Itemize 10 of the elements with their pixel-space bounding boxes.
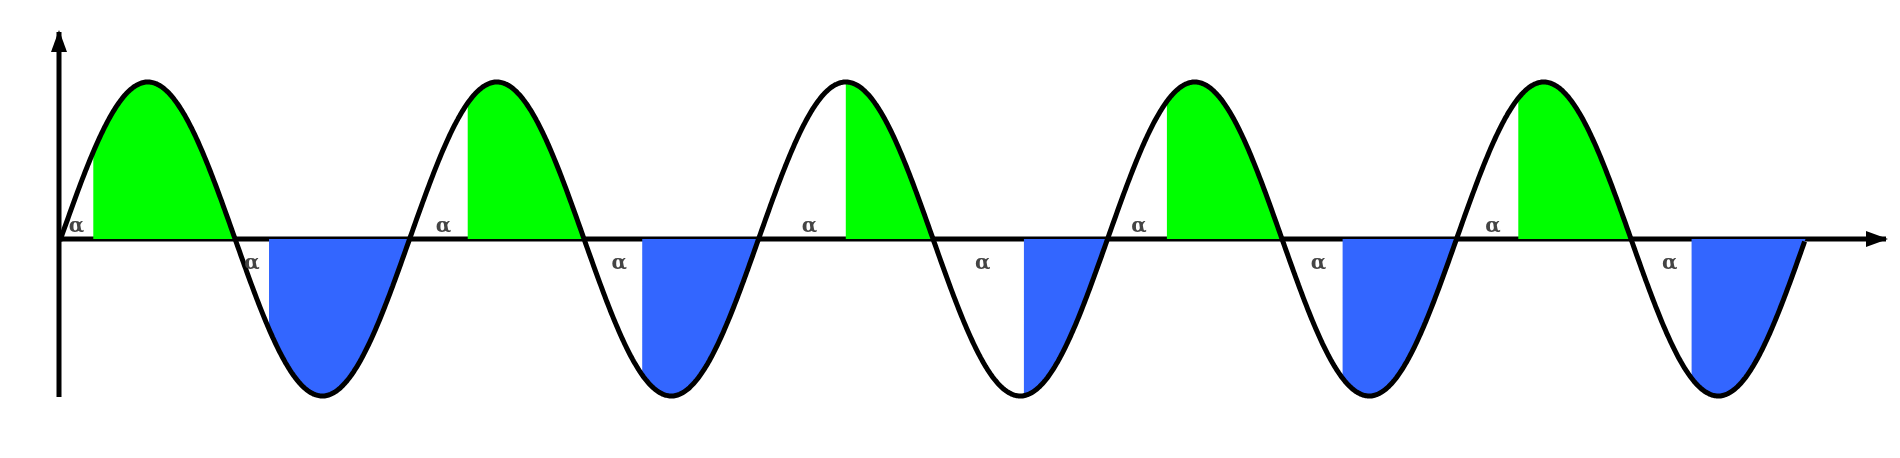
angle-label: α (611, 251, 627, 272)
angle-label: α (244, 251, 260, 272)
angle-label: α (435, 215, 452, 236)
angle-label: α (1131, 215, 1147, 236)
angle-label: α (975, 251, 991, 272)
angle-label: α (1310, 251, 1327, 272)
angle-label: α (1662, 251, 1678, 272)
angle-label: α (801, 215, 818, 236)
angle-label: α (68, 215, 84, 236)
angle-label: α (1485, 215, 1501, 236)
